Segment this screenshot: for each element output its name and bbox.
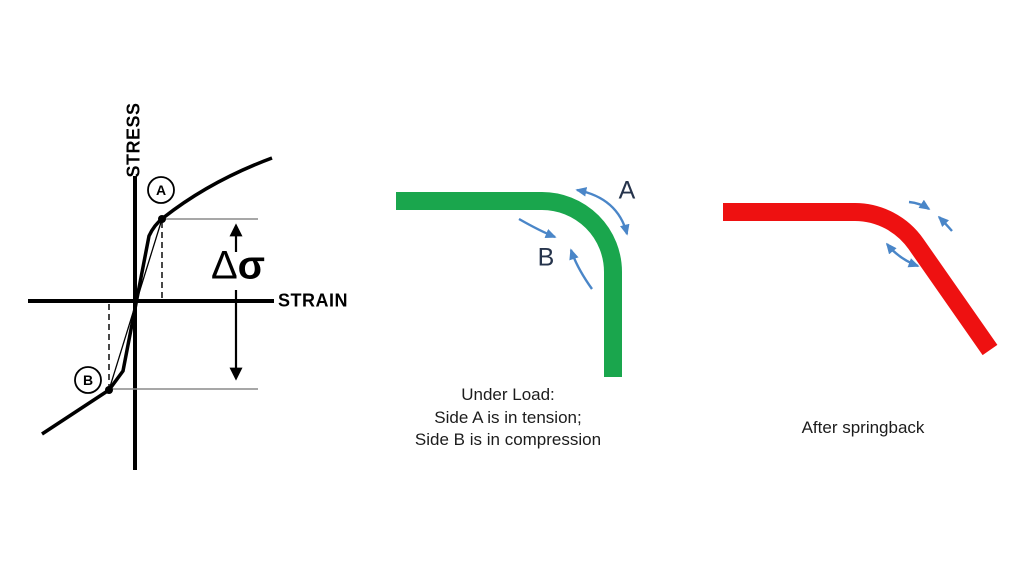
under-load-figure xyxy=(396,187,630,377)
point-a-dot xyxy=(158,215,166,223)
delta-sigma-label: Δσ xyxy=(211,244,265,289)
bent-bar-after-springback xyxy=(723,203,998,356)
springback-figure xyxy=(723,199,998,356)
stress-axis-label: STRESS xyxy=(123,102,144,178)
residual-compression-arrow-lower xyxy=(937,215,953,232)
side-b-label: B xyxy=(537,243,555,272)
stress-strain-plot xyxy=(28,156,274,470)
under-load-caption-line1: Under Load: xyxy=(461,385,555,404)
residual-tension-arrow xyxy=(885,242,920,268)
point-b-label: B xyxy=(82,372,94,388)
under-load-caption: Under Load: Side A is in tension; Side B… xyxy=(415,384,601,452)
point-a-circle xyxy=(147,176,175,204)
strain-axis-label: STRAIN xyxy=(278,290,348,311)
bent-bar-under-load xyxy=(396,192,622,377)
delta-glyph: Δ xyxy=(210,243,238,288)
point-a-label: A xyxy=(155,182,167,198)
tension-arrow-side-a xyxy=(575,187,630,236)
point-b-dot xyxy=(105,386,113,394)
residual-compression-arrow-upper xyxy=(908,199,931,211)
compression-arrow-side-b-upper xyxy=(518,217,557,239)
stress-strain-curve xyxy=(41,156,273,436)
point-b-circle xyxy=(74,366,102,394)
springback-caption: After springback xyxy=(801,418,925,437)
sigma-glyph: σ xyxy=(237,243,266,288)
under-load-caption-line3: Side B is in compression xyxy=(414,430,602,449)
under-load-caption-line2: Side A is in tension; xyxy=(434,407,582,427)
compression-arrow-side-b-lower xyxy=(569,248,593,290)
side-a-label: A xyxy=(618,176,636,205)
